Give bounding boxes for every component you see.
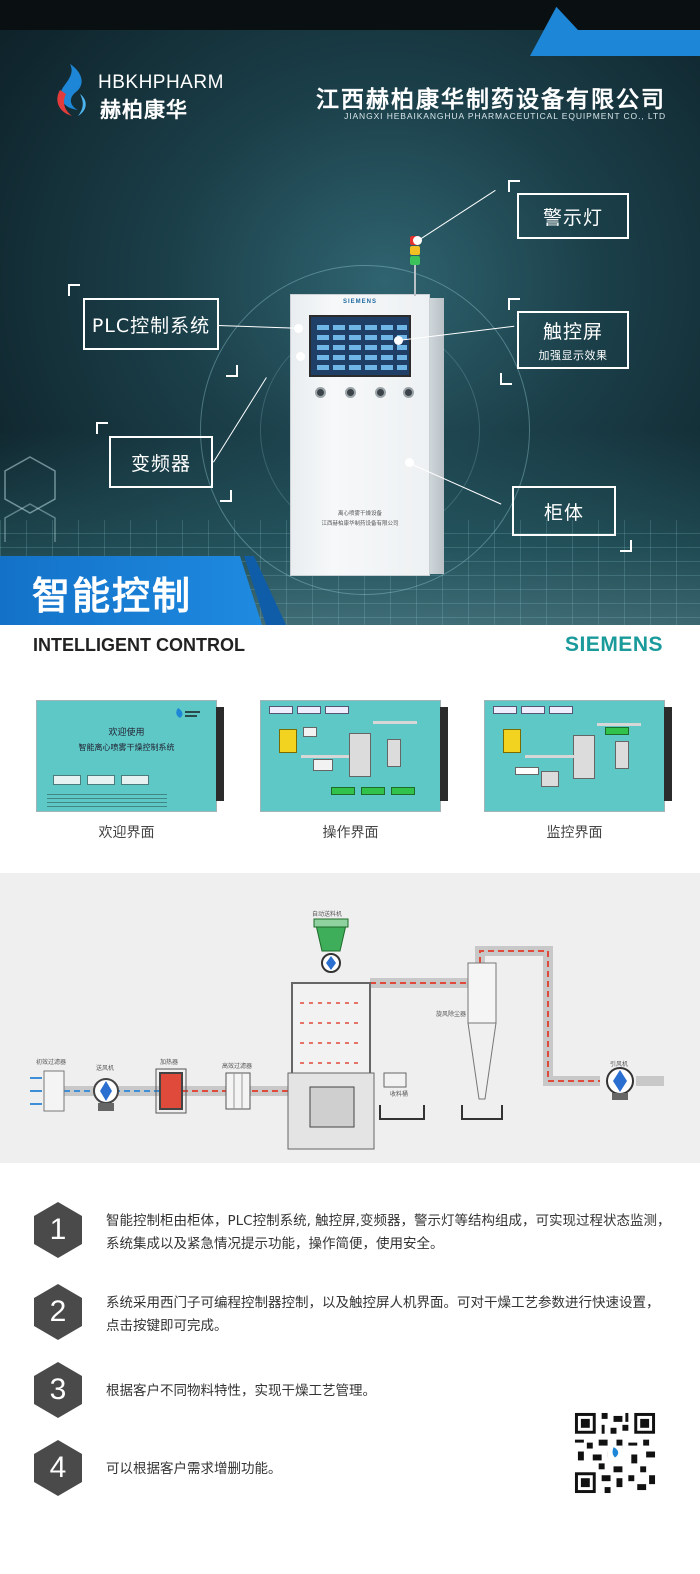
logo-chinese: 赫柏康华	[100, 98, 188, 122]
warning-light-green	[410, 256, 420, 265]
hero-corner-dark	[550, 0, 700, 30]
bracket-corner	[220, 490, 232, 502]
process-diagram: 初效过滤器 送风机 加热器 高效过滤器 自动送料机 旋风除尘器 引风机 收料桶	[0, 873, 700, 1163]
label-collector: 收料桶	[390, 1091, 409, 1098]
screen-operation-label: 操作界面	[322, 825, 379, 841]
feature-text: 智能控制柜由柜体，PLC控制系统, 触控屏,变频器，警示灯等结构组成，可实现过程…	[106, 1213, 671, 1252]
feature-text: 可以根据客户需求增删功能。	[106, 1461, 282, 1477]
cabinet-touchscreen	[309, 315, 411, 377]
cabinet-label-line2: 江西赫柏康华制药设备有限公司	[321, 521, 399, 527]
feature-text: 系统采用西门子可编程控制器控制，以及触控屏人机界面。可对干燥工艺参数进行快速设置…	[106, 1295, 660, 1334]
label-heater: 加热器	[160, 1059, 179, 1066]
logo-mark-icon	[57, 64, 86, 116]
label-cyclone: 旋风除尘器	[436, 1011, 467, 1018]
monitor-hmi-icon	[503, 729, 521, 753]
feature-number-badge: 1	[34, 1202, 82, 1258]
hero-title: 智能控制	[32, 574, 193, 618]
siemens-logo: SIEMENS	[564, 633, 663, 656]
control-cabinet: SIEMENS 离心喷雾干燥设备 江西赫柏康华制药设备有限公司	[290, 294, 430, 576]
company-name-chinese: 江西赫柏康华制药设备有限公司	[316, 87, 666, 113]
bracket-corner	[500, 373, 512, 385]
section-title: INTELLIGENT CONTROL	[33, 635, 245, 655]
callout-plc: PLC控制系统	[83, 298, 219, 350]
hexagon-decoration-icon	[4, 456, 56, 542]
callout-dot	[394, 336, 403, 345]
welcome-mini-button	[53, 775, 81, 785]
cabinet-knob	[345, 387, 356, 398]
feature-text: 根据客户不同物料特性，实现干燥工艺管理。	[106, 1383, 376, 1399]
callout-cabinet: 柜体	[512, 486, 616, 536]
feature-number-badge: 3	[34, 1362, 82, 1418]
label-fan: 引风机	[610, 1061, 629, 1068]
cabinet-knob	[403, 387, 414, 398]
company-logo: HBKHPHARM 赫柏康华	[52, 58, 224, 122]
welcome-mini-button	[87, 775, 115, 785]
lamp-pole	[414, 260, 416, 296]
callout-dot	[294, 324, 303, 333]
feature-number-badge: 2	[34, 1284, 82, 1340]
company-name-english: JIANGXI HEBAIKANGHUA PHARMACEUTICAL EQUI…	[344, 111, 666, 121]
label-hepa: 高效过滤器	[222, 1063, 253, 1070]
callout-touchscreen-label: 触控屏	[542, 321, 603, 343]
screen-monitor	[484, 700, 672, 812]
label-inlet-filter: 初效过滤器	[36, 1059, 67, 1066]
cabinet-side-panel	[430, 298, 444, 574]
callout-inverter-label: 变频器	[130, 452, 191, 475]
bracket-corner	[226, 365, 238, 377]
qr-code-icon	[572, 1410, 658, 1496]
orbit-ring	[200, 265, 530, 595]
label-feeder: 自动送料机	[312, 911, 343, 918]
screen-operation	[260, 700, 448, 812]
bracket-corner	[620, 540, 632, 552]
process-flow-drawing	[30, 918, 664, 1150]
callout-touchscreen: 触控屏 加强显示效果	[517, 311, 629, 369]
label-blower: 送风机	[96, 1065, 115, 1072]
callout-cabinet-label: 柜体	[543, 501, 584, 524]
cabinet-label-line1: 离心喷雾干燥设备	[337, 511, 382, 517]
callout-plc-label: PLC控制系统	[91, 314, 211, 337]
cabinet-knob	[315, 387, 326, 398]
monitor-tower-icon	[573, 735, 595, 779]
cabinet-knob	[375, 387, 386, 398]
screen-logo-icon	[176, 708, 200, 718]
welcome-footer-text	[47, 793, 167, 807]
bracket-corner	[508, 180, 520, 192]
bracket-corner	[508, 298, 520, 310]
welcome-subtitle: 智能离心喷雾干燥控制系统	[78, 743, 175, 752]
callout-dot	[296, 352, 305, 361]
operation-heater-icon	[313, 759, 333, 771]
callout-dot	[405, 458, 414, 467]
warning-light-yellow	[410, 246, 420, 255]
callout-dot	[413, 236, 422, 245]
feature-number-badge: 4	[34, 1440, 82, 1496]
screen-bezel	[664, 707, 672, 801]
hero-banner	[0, 556, 262, 625]
screen-welcome-label: 欢迎界面	[98, 825, 155, 841]
monitor-readout	[515, 767, 539, 775]
cabinet-brand: SIEMENS	[342, 299, 377, 305]
screen-welcome: 欢迎使用 智能离心喷雾干燥控制系统	[36, 700, 224, 812]
logo-english: HBKHPHARM	[98, 72, 224, 93]
operation-tower-icon	[349, 733, 371, 777]
welcome-mini-button	[121, 775, 149, 785]
screen-bezel	[440, 707, 448, 801]
bracket-corner	[68, 284, 80, 296]
welcome-title: 欢迎使用	[108, 728, 145, 738]
callout-inverter: 变频器	[109, 436, 213, 488]
bracket-corner	[96, 422, 108, 434]
callout-line	[418, 189, 496, 241]
hero-section: HBKHPHARM 赫柏康华 江西赫柏康华制药设备有限公司 JIANGXI HE…	[0, 0, 700, 625]
screen-bezel	[216, 707, 224, 801]
callout-warning-light: 警示灯	[517, 193, 629, 239]
callout-touchscreen-sublabel: 加强显示效果	[538, 349, 608, 362]
screen-monitor-label: 监控界面	[546, 825, 603, 841]
callout-warning-light-label: 警示灯	[542, 206, 603, 229]
operation-hmi-icon	[279, 729, 297, 753]
